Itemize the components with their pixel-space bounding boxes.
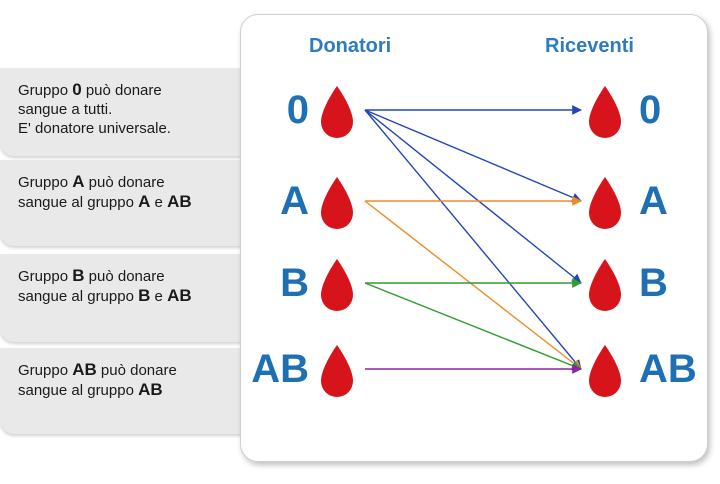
info-line-1: Gruppo A può donare [18,172,236,192]
recipient-label-ab: AB [639,347,697,391]
info-text: e [150,288,168,305]
info-text: Gruppo [18,362,73,379]
info-text: sangue al gruppo [18,194,139,211]
target-group: B [138,286,151,305]
donor-label-ab: AB [251,347,309,391]
target-group: A [138,192,151,211]
compatibility-arrows [364,105,582,374]
info-text: può donare [84,174,165,191]
donor-label-a: A [280,179,309,223]
donor-label-b: B [280,261,309,305]
arrow-b-to-ab [364,282,582,371]
donor-blood-drop-icon [321,177,353,229]
info-box-group-0: Gruppo 0 può donare sangue a tutti. E' d… [0,68,246,156]
target-group: AB [167,286,192,305]
recipients-heading: Riceventi [545,35,634,57]
info-text: sangue al gruppo [18,382,139,399]
info-text: Gruppo [18,82,73,99]
info-text: Gruppo [18,174,73,191]
arrow-a-to-ab [364,200,582,370]
donors-heading: Donatori [309,35,392,57]
group-name: A [72,172,85,191]
donor-label-0: 0 [286,88,309,132]
info-text: e [150,194,168,211]
info-box-group-b: Gruppo B può donare sangue al gruppo B e… [0,254,246,342]
recipient-label-0: 0 [639,88,662,132]
recipient-blood-drop-icon [589,345,621,397]
recipient-blood-drop-icon [589,86,621,138]
info-line-2: sangue al gruppo A e AB [18,192,236,212]
group-name: B [72,266,85,285]
recipient-blood-drop-icon [589,259,621,311]
info-text: Gruppo [18,268,73,285]
info-line-1: Gruppo B può donare [18,266,236,286]
recipient-label-b: B [639,261,668,305]
donor-blood-drop-icon [321,259,353,311]
donor-blood-drop-icon [321,345,353,397]
recipient-blood-drop-icon [589,177,621,229]
target-group: AB [138,380,163,399]
arrow-0-to-a [364,109,582,203]
info-text: può donare [81,82,162,99]
arrow-0-to-ab [364,109,582,370]
info-line-1: Gruppo AB può donare [18,360,236,380]
info-text: può donare [96,362,177,379]
info-line-3: E' donatore universale. [18,120,171,137]
group-name: AB [72,360,97,379]
info-text: può donare [84,268,165,285]
target-group: AB [167,192,192,211]
info-text: sangue al gruppo [18,288,139,305]
info-box-group-a: Gruppo A può donare sangue al gruppo A e… [0,160,246,246]
info-line-2: sangue al gruppo AB [18,380,236,400]
info-line-2: sangue al gruppo B e AB [18,286,236,306]
group-name: 0 [72,80,82,99]
info-box-group-ab: Gruppo AB può donare sangue al gruppo AB [0,348,246,434]
donor-blood-drop-icon [321,86,353,138]
recipient-label-a: A [639,179,668,223]
info-line-2: sangue a tutti. [18,101,113,118]
info-line-1: Gruppo 0 può donare [18,80,236,100]
arrow-0-to-b [364,109,582,284]
